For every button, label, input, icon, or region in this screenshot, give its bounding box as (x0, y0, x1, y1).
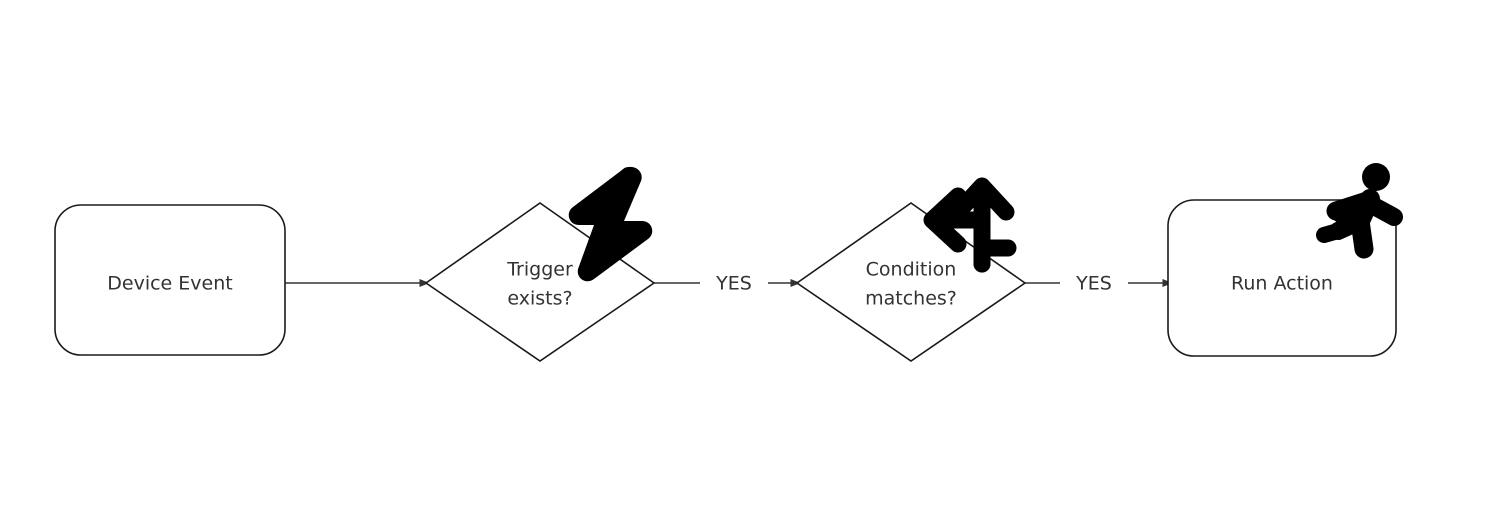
condition-matches-label-line1: Condition (866, 259, 957, 281)
trigger-exists-label-line1: Trigger (506, 259, 573, 281)
node-condition-matches[interactable]: Condition matches? (795, 202, 1027, 362)
condition-matches-label-line2: matches? (865, 288, 957, 310)
device-event-label: Device Event (107, 273, 232, 295)
lightning-bolt-icon (568, 166, 653, 282)
node-trigger-exists[interactable]: Trigger exists? (424, 202, 656, 362)
edge-label-yes-2: YES (1075, 273, 1112, 295)
run-action-label: Run Action (1231, 273, 1333, 295)
edge-label-yes-1: YES (715, 273, 752, 295)
edge-trigger-to-condition: YES (654, 273, 801, 295)
device-event-shape[interactable] (54, 204, 286, 356)
edge-condition-to-action: YES (1025, 273, 1173, 295)
condition-matches-shape[interactable] (795, 202, 1027, 362)
node-device-event[interactable]: Device Event (54, 204, 286, 356)
running-person-icon (1316, 163, 1403, 259)
trigger-exists-label-line2: exists? (507, 288, 572, 310)
branch-arrow-icon (923, 177, 1017, 273)
